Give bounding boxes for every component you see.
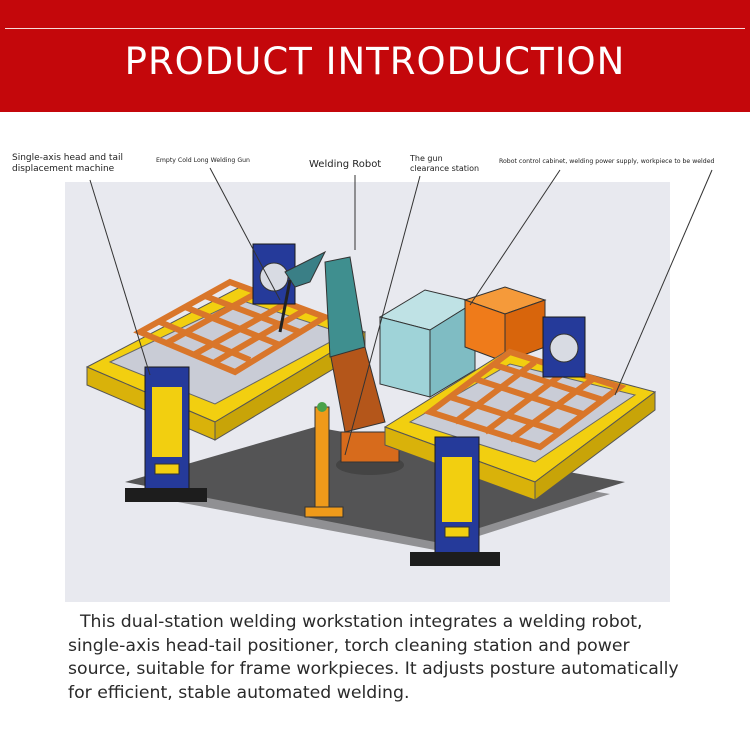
title-banner: PRODUCT INTRODUCTION <box>0 0 750 112</box>
left-rear-motor <box>259 262 289 292</box>
label-welding-gun: Empty Cold Long Welding Gun <box>156 157 250 164</box>
label-head-tail-line2: displacement machine <box>12 164 115 175</box>
label-head-tail-machine: Single-axis head and tail displacement m… <box>12 153 152 176</box>
right-rear-motor <box>549 333 579 363</box>
cabinet-side <box>429 301 476 398</box>
cabinet-front <box>379 316 431 398</box>
label-control-cabinet: Robot control cabinet, welding power sup… <box>499 158 715 165</box>
clearance-station-post <box>314 406 330 513</box>
banner-rule <box>5 28 745 29</box>
right-base-front <box>534 391 656 501</box>
floor-frame-inner <box>135 444 610 550</box>
right-station <box>383 316 657 566</box>
right-column-foot <box>410 552 500 566</box>
label-welding-robot: Welding Robot <box>309 159 382 170</box>
left-frame-workpiece <box>133 278 332 376</box>
welding-torch <box>278 279 292 333</box>
product-description: This dual-station welding workstation in… <box>68 611 738 705</box>
right-column-plate <box>444 526 470 538</box>
left-column-panel <box>152 387 182 457</box>
workstation-drawing <box>85 243 657 566</box>
description-line: This dual-station welding workstation in… <box>80 612 643 632</box>
label-clearance-station: The gun clearance station <box>410 154 500 174</box>
left-column-foot <box>125 488 207 502</box>
robot-lower-arm <box>329 346 386 433</box>
right-column-panel <box>442 457 472 522</box>
left-station <box>85 243 367 502</box>
clearance-station-head <box>317 402 327 412</box>
page-title: PRODUCT INTRODUCTION <box>124 40 626 83</box>
robot-wrist <box>284 250 327 288</box>
robot-upper-arm <box>324 256 366 358</box>
label-head-tail-line1: Single-axis head and tail <box>12 153 123 163</box>
left-column-plate <box>154 463 180 475</box>
label-clearance-line1: The gun <box>410 154 443 163</box>
description-line: source, suitable for frame workpieces. I… <box>68 659 679 679</box>
description-line: for efficient, stable automated welding. <box>68 682 410 703</box>
clearance-station-base <box>304 506 344 518</box>
workstation-illustration <box>65 182 670 602</box>
description-line: single-axis head-tail positioner, torch … <box>68 635 630 656</box>
label-clearance-line2: clearance station <box>410 164 480 173</box>
